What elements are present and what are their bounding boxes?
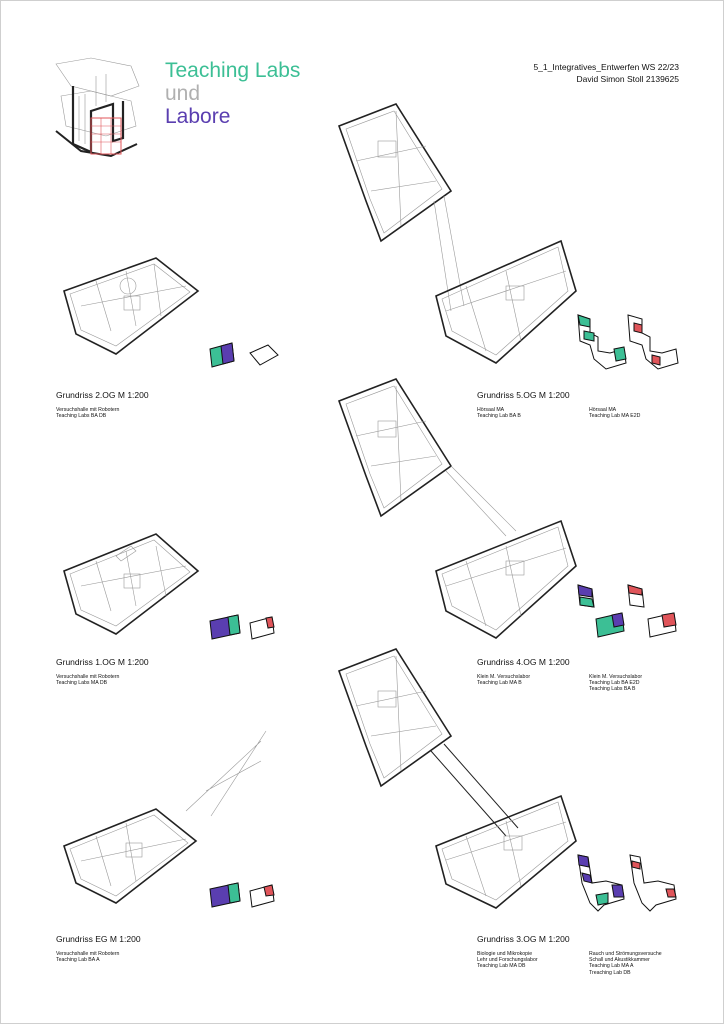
poster-title: Teaching Labs und Labore [165, 59, 300, 128]
caption-3og: Grundriss 3.OG M 1:200 [477, 934, 570, 944]
notes-3og-left: Biologie und Mikrokopie Lehr und Forschu… [477, 951, 538, 970]
zone-diagram-2og [209, 342, 279, 368]
caption-4og: Grundriss 4.OG M 1:200 [477, 657, 570, 667]
notes-5og-left: Hörsaal MA Teaching Lab BA B [477, 407, 521, 420]
zone-diagram-eg [209, 882, 275, 908]
zone-diagram-5og-left [577, 314, 627, 370]
plan-3og [337, 648, 577, 909]
plan-1og [63, 533, 200, 635]
course-label: 5_1_Integratives_Entwerfen WS 22/23 [533, 62, 679, 72]
notes-5og-right: Hörsaal MA Teaching Lab MA E2D [589, 407, 641, 420]
plan-4og [337, 378, 577, 639]
plan-eg [63, 730, 267, 904]
caption-2og: Grundriss 2.OG M 1:200 [56, 390, 149, 400]
zone-diagram-4og-right [627, 584, 677, 638]
notes-1og: Versuchshalle mit Robotern Teaching Labs… [56, 674, 120, 687]
axonometric-diagram [55, 57, 140, 158]
plan-5og [337, 103, 577, 364]
title-teaching-labs: Teaching Labs [165, 59, 301, 82]
notes-eg: Versuchshalle mit Robotern Teaching Lab … [56, 951, 120, 964]
zone-diagram-1og [209, 614, 275, 640]
notes-3og-right: Rauch und Strömungsversuche Schall und A… [589, 951, 662, 976]
header-info: 5_1_Integratives_Entwerfen WS 22/23 Davi… [533, 61, 679, 85]
zone-diagram-3og-left [577, 854, 625, 912]
notes-4og-right: Klein M. Versuchslabor Teaching Lab BA E… [589, 674, 643, 693]
plan-2og [63, 257, 200, 355]
zone-diagram-4og-left [577, 584, 625, 638]
notes-2og: Versuchshalle mit Robotern Teaching Labs… [56, 407, 120, 420]
caption-eg: Grundriss EG M 1:200 [56, 934, 141, 944]
notes-4og-left: Klein M. Versuchslabor Teaching Lab MA B [477, 674, 531, 687]
caption-5og: Grundriss 5.OG M 1:200 [477, 390, 570, 400]
author-label: David Simon Stoll 2139625 [576, 74, 679, 84]
zone-diagram-5og-right [627, 314, 679, 370]
caption-1og: Grundriss 1.OG M 1:200 [56, 657, 149, 667]
title-labore: Labore [165, 105, 231, 128]
zone-diagram-3og-right [629, 854, 677, 912]
title-und: und [165, 82, 201, 105]
